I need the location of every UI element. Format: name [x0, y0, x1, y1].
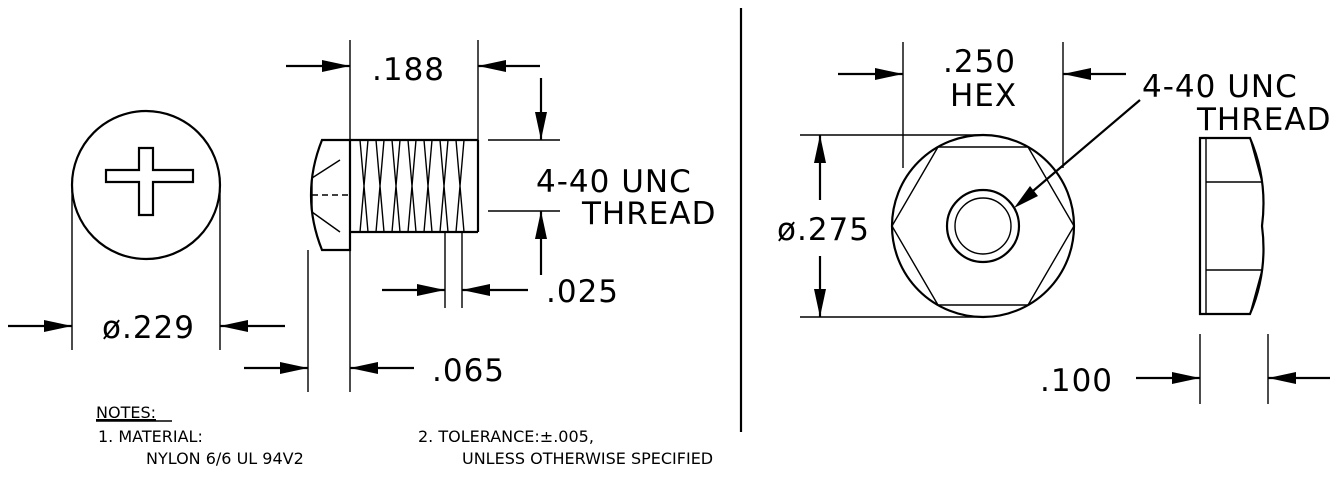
notes-heading: NOTES:: [96, 403, 156, 422]
thread-profile: [359, 139, 465, 233]
dimension-arrow: [417, 284, 445, 296]
dimension-arrow: [1063, 68, 1091, 80]
head-diameter-label: ø.229: [102, 310, 195, 346]
dimension-arrow: [814, 135, 826, 163]
dimension-arrow: [875, 68, 903, 80]
nut-side-view: .100: [1040, 136, 1330, 404]
dimension-arrow: [44, 320, 72, 332]
nut-thickness-label: .100: [1040, 363, 1113, 399]
screw-head-circle: [70, 109, 222, 261]
leader-arrow: [1014, 186, 1038, 208]
thread-spec-line1: 4-40 UNC: [536, 164, 692, 200]
dimension-arrow: [462, 284, 490, 296]
dimension-arrow: [350, 362, 378, 374]
note1-line1: 1. MATERIAL:: [98, 427, 203, 446]
dimension-arrow: [280, 362, 308, 374]
screw-top-view: ø.229: [8, 109, 285, 350]
nut-bore: [945, 188, 1021, 264]
dimension-arrow: [478, 60, 506, 72]
screw-head-profile: [309, 138, 352, 252]
nut-outer-circle: [890, 133, 1076, 319]
nut-side-profile: [1198, 136, 1265, 316]
screw-side-view: .188 4-40 UNC THREAD .025 .065: [244, 40, 716, 392]
dimension-arrow: [814, 289, 826, 317]
dimension-arrow: [220, 320, 248, 332]
hex-size-line2: HEX: [950, 78, 1017, 114]
head-thickness-label: .065: [432, 353, 505, 389]
notes-block: NOTES: 1. MATERIAL: NYLON 6/6 UL 94V2 2.…: [96, 403, 713, 468]
dimension-arrow: [1172, 372, 1200, 384]
dimension-arrow: [322, 60, 350, 72]
nut-thread-line2: THREAD: [1196, 102, 1331, 138]
head-height-label: .188: [372, 52, 445, 88]
note2-line2: UNLESS OTHERWISE SPECIFIED: [462, 449, 713, 468]
nut-front-view: .250 HEX 4-40 UNC THREAD ø.275: [777, 42, 1331, 319]
note1-line2: NYLON 6/6 UL 94V2: [146, 449, 304, 468]
hex-outline: [891, 146, 1075, 306]
phillips-cross-icon: [104, 146, 195, 217]
thread-depth-label: .025: [546, 274, 619, 310]
dimension-arrow: [1268, 372, 1296, 384]
leader-line: [1019, 99, 1141, 203]
thread-spec-line2: THREAD: [581, 196, 716, 232]
note2-line1: 2. TOLERANCE:±.005,: [418, 427, 594, 446]
nut-thread-line1: 4-40 UNC: [1142, 69, 1298, 105]
hex-size-line1: .250: [943, 44, 1016, 80]
dimension-arrow: [535, 211, 547, 239]
outer-diameter-label: ø.275: [777, 212, 870, 248]
dimension-arrow: [535, 112, 547, 140]
